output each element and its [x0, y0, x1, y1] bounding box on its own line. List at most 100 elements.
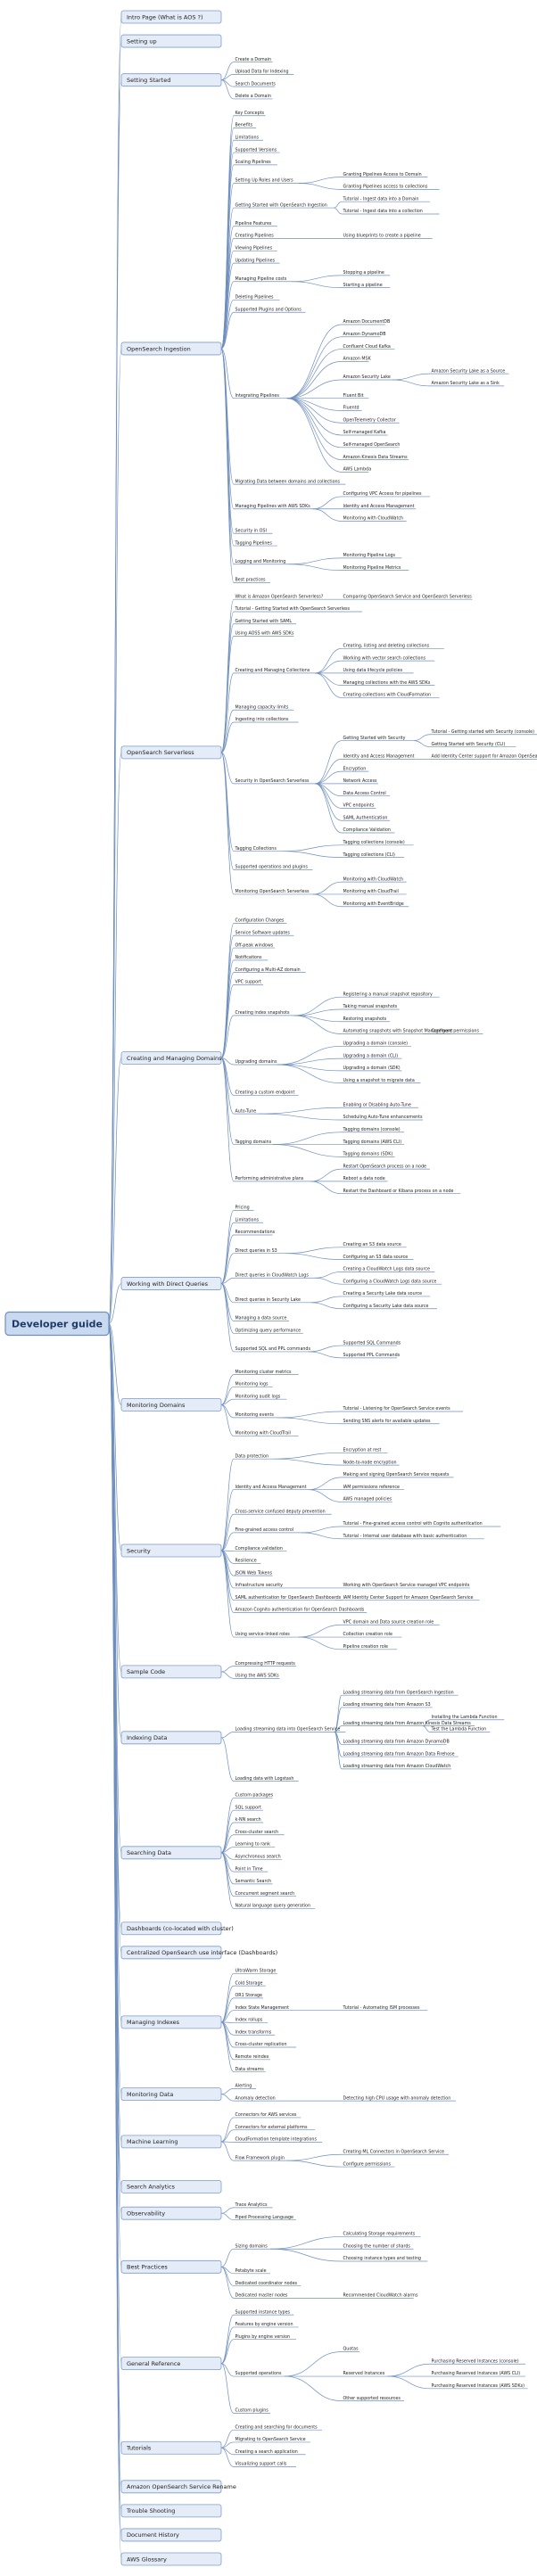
topic-node[interactable]: Deleting Pipelines — [234, 295, 280, 300]
topic-node[interactable]: Monitoring with CloudWatch — [342, 516, 407, 522]
topic-node[interactable]: Loading streaming data from OpenSearch I… — [342, 1690, 459, 1696]
topic-node[interactable]: Other supported resources — [342, 2396, 404, 2401]
topic-node[interactable]: Point in Time — [234, 1866, 268, 1872]
topic-node[interactable]: Key Concepts — [234, 111, 266, 117]
topic-node[interactable]: Supported Plugins and Options — [234, 307, 306, 313]
topic-node[interactable]: Cross-cluster search — [234, 1830, 285, 1836]
topic-node[interactable]: Creating a CloudWatch Logs data source — [342, 1267, 435, 1272]
topic-node[interactable]: Scheduling Auto-Tune enhancements — [342, 1115, 424, 1121]
section-node-general-reference[interactable]: General Reference — [120, 2357, 222, 2371]
topic-node[interactable]: Dedicated master nodes — [234, 2293, 290, 2299]
topic-node[interactable]: Using blueprints to create a pipeline — [342, 234, 433, 239]
topic-node[interactable]: Confluent Cloud Kafka — [342, 344, 395, 350]
topic-node[interactable]: What is Amazon OpenSearch Serverless? — [234, 594, 325, 600]
topic-node[interactable]: Tagging domains (AWS CLI) — [342, 1140, 404, 1145]
topic-node[interactable]: Monitoring audit logs — [234, 1394, 287, 1400]
topic-node[interactable]: Index transforms — [234, 2029, 276, 2036]
topic-node[interactable]: Monitoring OpenSearch Serverless — [234, 889, 313, 895]
topic-node[interactable]: Self-managed OpenSearch — [342, 442, 400, 449]
topic-node[interactable]: Getting Started with SAML — [234, 619, 296, 625]
topic-node[interactable]: Enabling or Disabling Auto-Tune — [342, 1102, 418, 1108]
topic-node[interactable]: Monitoring Pipeline Metrics — [342, 565, 409, 571]
topic-node[interactable]: Loading streaming data from Amazon S3 — [342, 1702, 433, 1708]
topic-node[interactable]: Upgrading a domain (SDK) — [342, 1066, 402, 1072]
topic-node[interactable]: Creating Pipelines — [234, 234, 280, 239]
topic-node[interactable]: Delete a Domain — [234, 94, 273, 100]
topic-node[interactable]: Natural language query generation — [234, 1904, 316, 1909]
topic-node[interactable]: Recommendations — [234, 1230, 276, 1236]
topic-node[interactable]: Scaling Pipelines — [234, 160, 277, 166]
topic-node[interactable]: Monitoring logs — [234, 1382, 273, 1387]
topic-node[interactable]: Configure permissions — [430, 1029, 483, 1034]
topic-node[interactable]: Upgrading a domain (CLI) — [342, 1053, 402, 1059]
topic-node[interactable]: Index rollups — [234, 2018, 268, 2023]
topic-node[interactable]: Asynchronous search — [234, 1855, 283, 1860]
topic-node[interactable]: Anomaly detection — [234, 2095, 277, 2102]
topic-node[interactable]: Direct queries in Security Lake — [234, 1297, 310, 1304]
root-node[interactable]: Developer guide — [4, 1311, 110, 1337]
topic-node[interactable]: Using the AWS SDKs — [234, 1674, 280, 1679]
topic-node[interactable]: Loading streaming data from Amazon Dynam… — [342, 1739, 450, 1745]
topic-node[interactable]: Search Documents — [234, 81, 276, 87]
topic-node[interactable]: Granting Pipelines access to collections — [342, 185, 440, 190]
topic-node[interactable]: Sizing domains — [234, 2243, 270, 2250]
topic-node[interactable]: Monitoring events — [234, 1412, 277, 1419]
topic-node[interactable]: Pricing — [234, 1206, 254, 1211]
topic-node[interactable]: Cross-cluster replication — [234, 2042, 296, 2048]
topic-node[interactable]: Configuring a Security Lake data source — [342, 1304, 437, 1310]
topic-node[interactable]: Restart the Dashboard or Kibana process … — [342, 1189, 461, 1195]
topic-node[interactable]: Identity and Access Management — [234, 1485, 309, 1491]
topic-node[interactable]: IAM permissions reference — [342, 1485, 404, 1491]
topic-node[interactable]: Purchasing Reserved Instances (AWS CLI) — [430, 2371, 525, 2377]
topic-node[interactable]: Starting a pipeline — [342, 283, 391, 289]
topic-node[interactable]: Auto-Tune — [234, 1108, 259, 1115]
topic-node[interactable]: Monitoring with CloudTrail — [342, 889, 407, 895]
topic-node[interactable]: Recommended CloudWatch alarms — [342, 2293, 418, 2299]
topic-node[interactable]: Taking manual snapshots — [342, 1004, 400, 1010]
topic-node[interactable]: Connectors for AWS services — [234, 2112, 302, 2119]
topic-node[interactable]: Tutorial - Ingest data into a collection — [342, 209, 440, 215]
topic-node[interactable]: Fine-grained access control — [234, 1527, 302, 1534]
topic-node[interactable]: Supported PPL Commands — [342, 1353, 401, 1359]
topic-node[interactable]: Connectors for external platforms — [234, 2125, 316, 2131]
topic-node[interactable]: Tagging domains (SDK) — [342, 1152, 395, 1157]
topic-node[interactable]: Supported operations and plugins — [234, 865, 313, 870]
topic-node[interactable]: Self-managed Kafka — [342, 430, 388, 436]
topic-node[interactable]: VPC support — [234, 980, 264, 985]
topic-node[interactable]: Remote reindex — [234, 2054, 270, 2061]
topic-node[interactable]: Direct queries in S3 — [234, 1248, 285, 1255]
section-node-centralized-opensearch-use-interface-dashboards[interactable]: Centralized OpenSearch use interface (Da… — [120, 1946, 277, 1960]
topic-node[interactable]: Configuration Changes — [234, 918, 287, 924]
topic-node[interactable]: Custom plugins — [234, 2408, 270, 2414]
section-node-trouble-shooting[interactable]: Trouble Shooting — [120, 2504, 222, 2518]
topic-node[interactable]: Tutorial - Getting Started with OpenSear… — [234, 606, 362, 613]
topic-node[interactable]: Amazon DynamoDB — [342, 332, 386, 338]
topic-node[interactable]: Quotas — [342, 2347, 359, 2352]
section-node-observability[interactable]: Observability — [120, 2206, 222, 2220]
topic-node[interactable]: Creating index snapshots — [234, 1010, 294, 1016]
topic-node[interactable]: Creating a search application — [234, 2449, 306, 2456]
section-node-search-analytics[interactable]: Search Analytics — [120, 2179, 222, 2193]
topic-node[interactable]: SAML Authentication — [342, 815, 391, 821]
section-node-searching-data[interactable]: Searching Data — [120, 1846, 222, 1860]
topic-node[interactable]: Purchasing Reserved Instances (AWS SDKs) — [430, 2383, 528, 2390]
topic-node[interactable]: Index State Management — [234, 2005, 289, 2012]
topic-node[interactable]: UltraWarm Storage — [234, 1969, 277, 1974]
section-node-document-history[interactable]: Document History — [120, 2528, 222, 2542]
topic-node[interactable]: JSON Web Tokens — [234, 1570, 273, 1576]
topic-node[interactable]: Logging and Monitoring — [234, 559, 290, 565]
topic-node[interactable]: Calculating Storage requirements — [342, 2232, 421, 2237]
topic-node[interactable]: Monitoring with EventBridge — [342, 901, 409, 908]
section-node-setting-started[interactable]: Setting Started — [120, 73, 222, 87]
topic-node[interactable]: AWS managed policies — [342, 1497, 392, 1502]
topic-node[interactable]: Managing a data source — [234, 1316, 290, 1321]
topic-node[interactable]: Features by engine version — [234, 2322, 299, 2328]
topic-node[interactable]: Concurrent segment search — [234, 1891, 296, 1897]
topic-node[interactable]: Limitations — [234, 1217, 264, 1223]
section-node-monitoring-data[interactable]: Monitoring Data — [120, 2087, 222, 2102]
topic-node[interactable]: Resilience — [234, 1559, 261, 1564]
topic-node[interactable]: Fluentd — [342, 406, 362, 411]
topic-node[interactable]: Benefits — [234, 123, 257, 128]
topic-node[interactable]: Using data lifecycle policies — [342, 668, 414, 674]
topic-node[interactable]: Limitations — [234, 135, 264, 141]
